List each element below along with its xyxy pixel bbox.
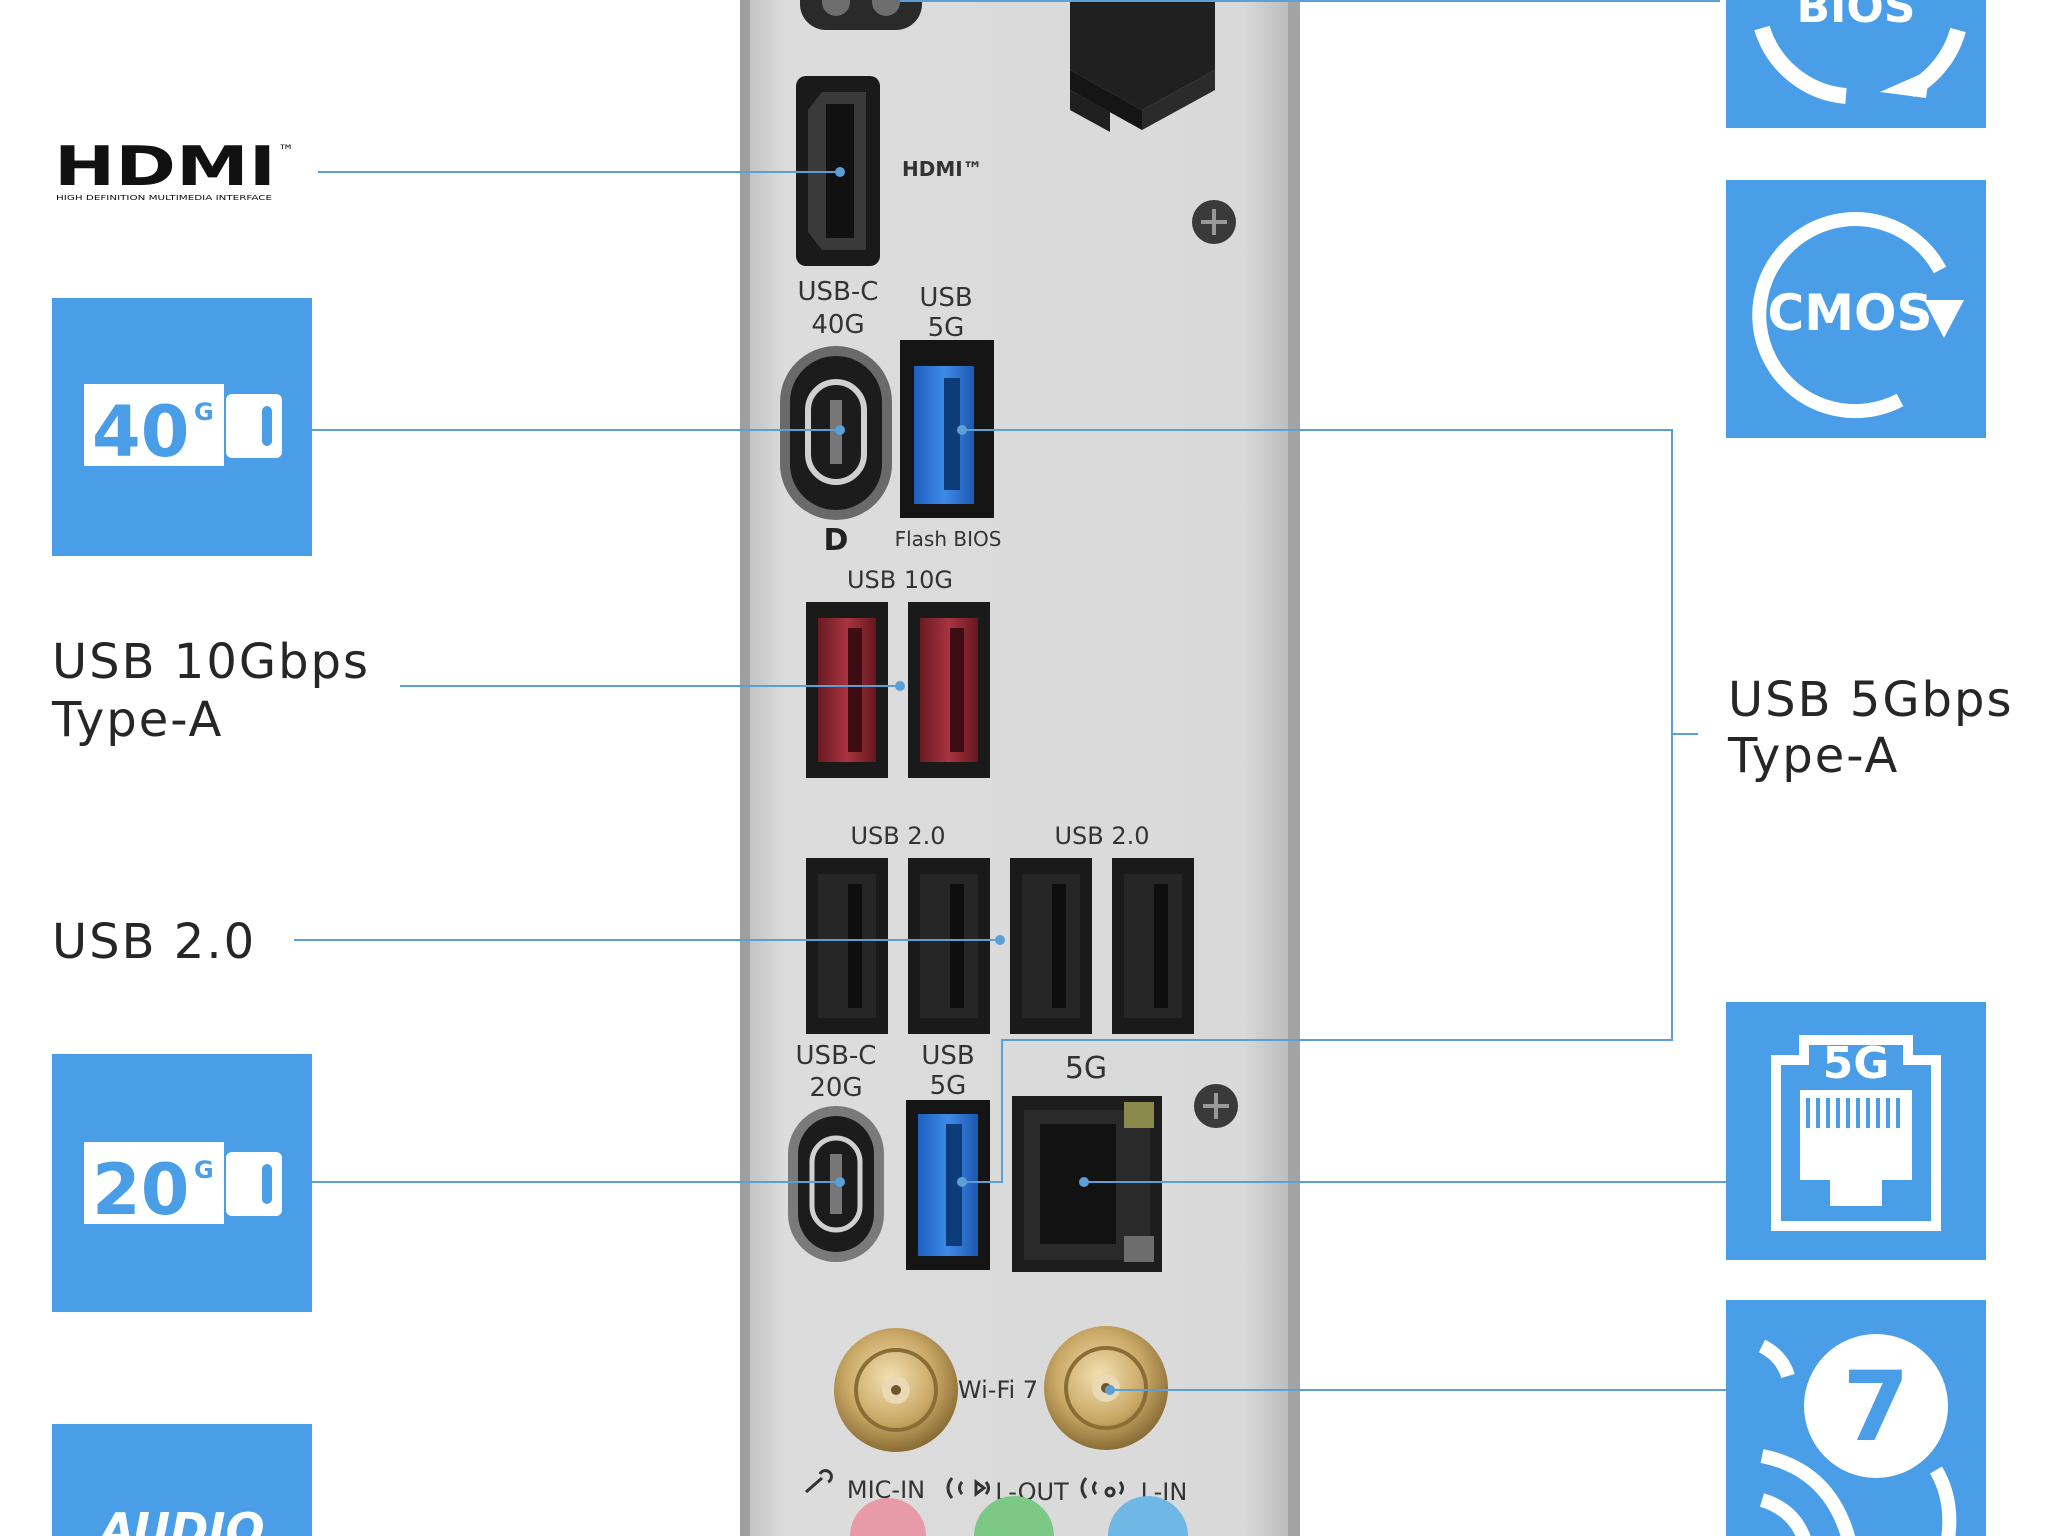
usb5-bottom-port [906, 1100, 990, 1270]
top-port-hole-2 [872, 0, 900, 16]
usbc20-badge-plug [226, 1152, 282, 1216]
usbc40-panel-label-2: 40G [811, 310, 864, 340]
wifi-badge: 7 [1726, 1300, 1986, 1536]
usb20b-panel-label: USB 2.0 [1054, 822, 1149, 850]
usb20a-panel-label: USB 2.0 [850, 822, 945, 850]
l-out-jack [974, 1496, 1054, 1536]
hdmi-logo-tm: ™ [278, 141, 294, 160]
dp-panel-label: D [824, 523, 849, 558]
top-port-hole-1 [822, 0, 850, 16]
leader-usb5-top [962, 429, 1698, 735]
screw-top-slot [1201, 209, 1227, 235]
usbc40-badge-unit: G [194, 398, 214, 426]
usb5bot-panel-label-2: 5G [930, 1071, 967, 1101]
panel-edge-right [1288, 0, 1300, 1536]
usb5-label-line1: USB 5Gbps [1728, 672, 2013, 728]
top-port [800, 0, 922, 30]
usbc40-badge-number: 40 [92, 391, 189, 473]
usbc20-badge-unit: G [194, 1156, 214, 1184]
mic-icon [805, 1469, 833, 1494]
flash-bios-panel-label: Flash BIOS [895, 527, 1002, 551]
audio-badge: AUDIO [52, 1424, 312, 1536]
usb10-port-left [806, 602, 888, 778]
usbc40-badge-plug-slot [262, 406, 272, 446]
usb20-port-2 [908, 858, 990, 1034]
dot-usb20 [995, 935, 1005, 945]
leader-usb5-bottom [962, 734, 1673, 1183]
dot-hdmi [835, 167, 845, 177]
l-in-jack [1108, 1496, 1188, 1536]
bios-refresh-icon [1754, 25, 1847, 104]
dot-usb10 [895, 681, 905, 691]
usbc40-badge-plug [226, 394, 282, 458]
usbc20-badge-plug-slot [262, 1164, 272, 1204]
usbc40-badge-plate [84, 384, 224, 466]
usbc20-badge: 20 G [52, 1054, 312, 1312]
wifi-signal-icon [1758, 1339, 1856, 1536]
usb5-label-line2: Type-A [1727, 728, 1899, 784]
speaker-in-icon [1080, 1477, 1124, 1499]
usb20-port-4 [1112, 858, 1194, 1034]
wifi7-panel-label: Wi-Fi 7 [958, 1376, 1038, 1404]
bios-badge-text: BIOS [1796, 0, 1915, 33]
usbc20-panel-label-2: 20G [809, 1073, 862, 1103]
brand-logo [1070, 0, 1215, 132]
io-panel: HDMI™ USB-C 40G D USB 5G Flash BIOS USB … [740, 0, 1300, 1536]
lan-badge-text: 5G [1823, 1038, 1890, 1089]
audio-badge-bg [52, 1424, 312, 1536]
cmos-badge: CMOS [1726, 180, 1986, 438]
usb10g-panel-label: USB 10G [847, 566, 953, 594]
bios-refresh-arrow [1880, 70, 1930, 98]
panel-edge-left [740, 0, 750, 1536]
hdmi-logo-text: HDMI [54, 135, 276, 198]
dot-wifi [1105, 1385, 1115, 1395]
usbc40-panel-label-1: USB-C [798, 277, 879, 307]
usbc20-badge-number: 20 [92, 1149, 189, 1231]
hdmi-panel-label: HDMI™ [902, 157, 983, 181]
wifi-badge-text: 7 [1843, 1351, 1910, 1463]
wifi-badge-circle [1804, 1334, 1948, 1478]
cmos-refresh-arrow [1924, 300, 1964, 338]
usb5top-panel-label-1: USB [919, 283, 972, 313]
wifi-antenna-left [834, 1328, 958, 1452]
usb10-port-right [908, 602, 990, 778]
usb10-label-line1: USB 10Gbps [52, 634, 370, 690]
dot-usb5-bottom [957, 1177, 967, 1187]
leader-dots [835, 167, 1115, 1395]
cmos-badge-text: CMOS [1768, 284, 1933, 342]
dot-usb5-top [957, 425, 967, 435]
mic-in-jack [850, 1498, 926, 1536]
screw-bottom-slot [1203, 1093, 1229, 1119]
usbc20-panel-label-1: USB-C [796, 1041, 877, 1071]
dot-lan [1079, 1177, 1089, 1187]
ethernet-icon-pins [1806, 1098, 1900, 1128]
dot-usbc20 [835, 1177, 845, 1187]
dot-usbc40 [835, 425, 845, 435]
hdmi-logo-subtext: HIGH DEFINITION MULTIMEDIA INTERFACE [56, 194, 272, 202]
lan-badge: 5G [1726, 1002, 1986, 1260]
speaker-out-icon [946, 1477, 990, 1499]
usb20-label: USB 2.0 [52, 914, 256, 970]
usb20-port-3 [1010, 858, 1092, 1034]
usb5bot-panel-label-1: USB [921, 1041, 974, 1071]
cmos-refresh-icon [1752, 212, 1947, 419]
ethernet-icon-latch [1830, 1180, 1882, 1206]
lan5g-panel-label: 5G [1065, 1051, 1107, 1086]
usbc40-badge: 40 G [52, 298, 312, 556]
usbc20-badge-plate [84, 1142, 224, 1224]
leader-lines [294, 0, 1726, 1391]
wifi-signal-arc-2 [1929, 1466, 1957, 1536]
ethernet-icon [1771, 1035, 1941, 1231]
audio-badge-text: AUDIO [96, 1503, 264, 1536]
usb5top-panel-label-2: 5G [928, 313, 965, 343]
hdmi-logo: HDMI ™ HIGH DEFINITION MULTIMEDIA INTERF… [54, 135, 294, 202]
usb20-port-1 [806, 858, 888, 1034]
bios-badge: BIOS [1726, 0, 1986, 128]
usb10-label-line2: Type-A [51, 692, 223, 748]
